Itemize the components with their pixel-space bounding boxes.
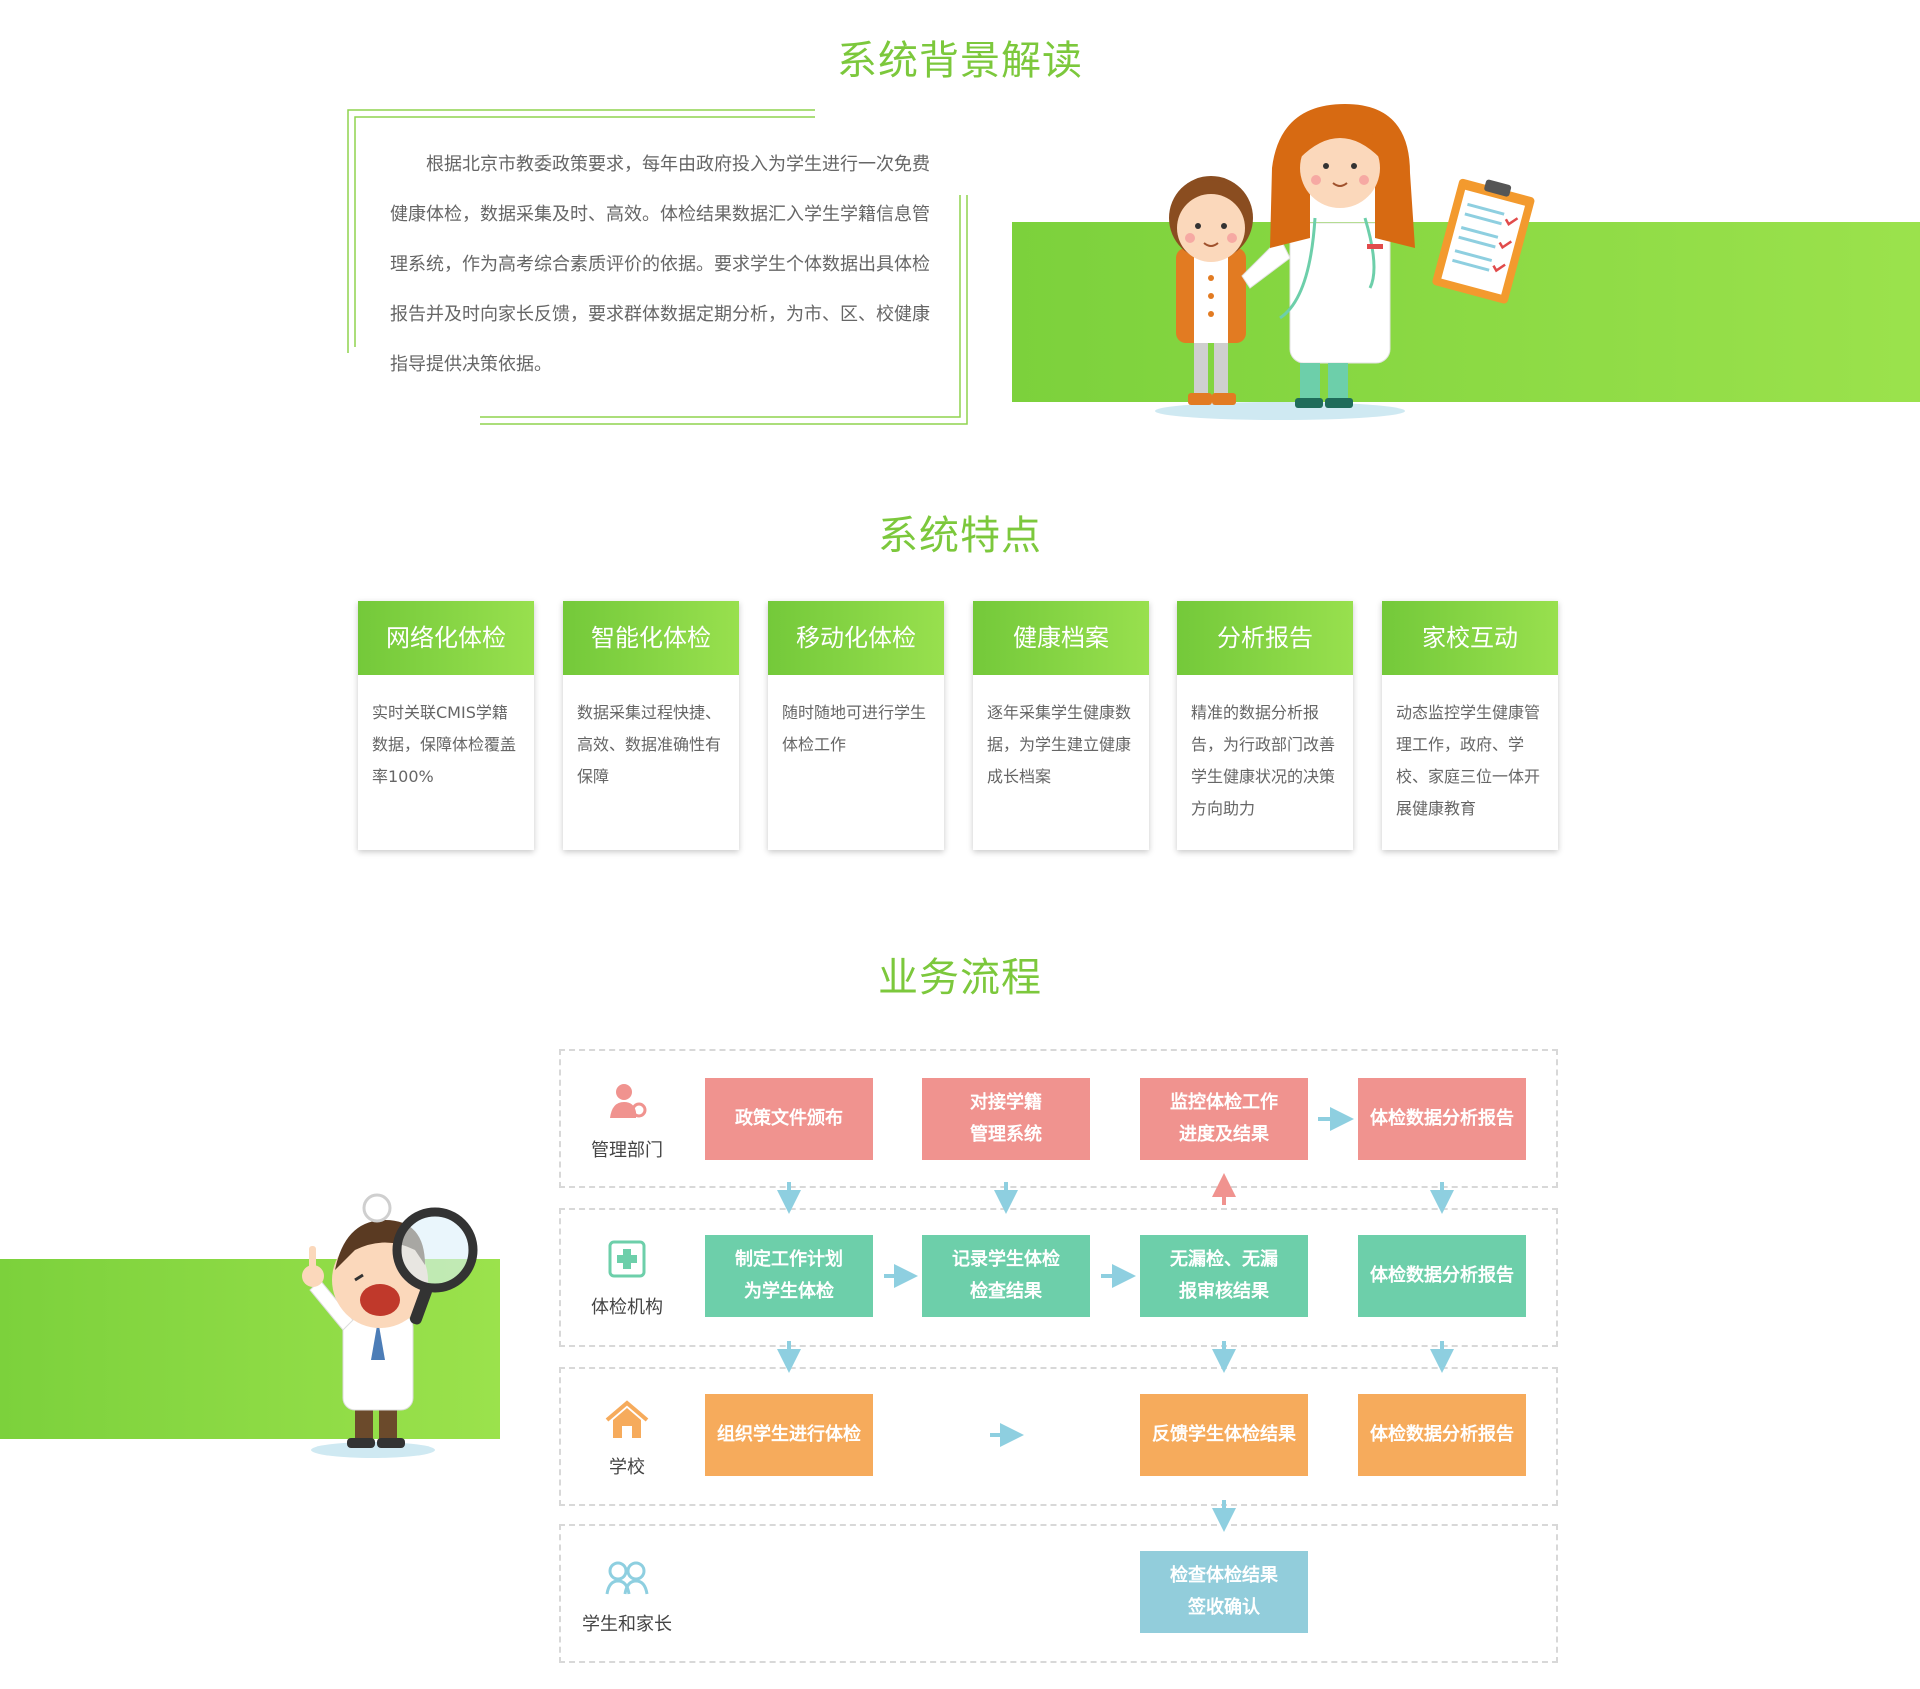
step-audit-results: 无漏检、无漏报审核结果 [1140, 1235, 1308, 1317]
feature-card-smart: 智能化体检 数据采集过程快捷、高效、数据准确性有保障 [563, 601, 739, 850]
step-school-report: 体检数据分析报告 [1358, 1394, 1526, 1476]
feature-desc: 实时关联CMIS学籍数据，保障体检覆盖率100% [372, 703, 517, 786]
lane-label-students-parents: 学生和家长 [582, 1614, 672, 1635]
feature-title: 分析报告 [1177, 601, 1353, 675]
step-organize-exam: 组织学生进行体检 [705, 1394, 873, 1476]
feature-desc: 动态监控学生健康管理工作，政府、学校、家庭三位一体开展健康教育 [1396, 703, 1541, 818]
background-title: 系统背景解读 [837, 38, 1083, 84]
feature-title: 健康档案 [973, 601, 1149, 675]
lane-label-school: 学校 [609, 1457, 645, 1478]
feature-card-home-school: 家校互动 动态监控学生健康管理工作，政府、学校、家庭三位一体开展健康教育 [1382, 601, 1558, 850]
parents-icon [605, 1561, 649, 1595]
feature-title: 家校互动 [1382, 601, 1558, 675]
step-policy-release: 政策文件颁布 [705, 1078, 873, 1160]
lane-admin [559, 1049, 1558, 1188]
background-text: 根据北京市教委政策要求，每年由政府投入为学生进行一次免费健康体检，数据采集及时、… [390, 154, 930, 375]
feature-card-mobile: 移动化体检 随时随地可进行学生体检工作 [768, 601, 944, 850]
house-icon [605, 1400, 649, 1438]
lane-medical [559, 1208, 1558, 1347]
feature-title: 智能化体检 [563, 601, 739, 675]
feature-title: 网络化体检 [358, 601, 534, 675]
process-title: 业务流程 [878, 955, 1042, 1001]
step-record-results: 记录学生体检检查结果 [922, 1235, 1090, 1317]
step-confirm-receipt: 检查体检结果签收确认 [1140, 1551, 1308, 1633]
step-medical-report: 体检数据分析报告 [1358, 1235, 1526, 1317]
feature-card-report: 分析报告 精准的数据分析报告，为行政部门改善学生健康状况的决策方向助力 [1177, 601, 1353, 850]
feature-card-network: 网络化体检 实时关联CMIS学籍数据，保障体检覆盖率100% [358, 601, 534, 850]
doctor-child-illustration [1155, 104, 1535, 420]
doctor-magnifier-illustration [302, 1193, 478, 1458]
step-monitor-progress: 监控体检工作进度及结果 [1140, 1078, 1308, 1160]
feature-title: 移动化体检 [768, 601, 944, 675]
text-frame-lines [347, 109, 968, 425]
feature-desc: 逐年采集学生健康数据，为学生建立健康成长档案 [987, 703, 1132, 786]
feature-card-archive: 健康档案 逐年采集学生健康数据，为学生建立健康成长档案 [973, 601, 1149, 850]
lane-label-admin: 管理部门 [591, 1140, 663, 1161]
features-title: 系统特点 [878, 513, 1042, 559]
lane-students-parents [559, 1524, 1558, 1663]
medical-plus-icon [608, 1240, 646, 1278]
feature-desc: 精准的数据分析报告，为行政部门改善学生健康状况的决策方向助力 [1191, 703, 1336, 818]
step-admin-report: 体检数据分析报告 [1358, 1078, 1526, 1160]
feature-desc: 数据采集过程快捷、高效、数据准确性有保障 [577, 703, 722, 786]
lane-label-medical: 体检机构 [591, 1297, 663, 1318]
lane-school [559, 1367, 1558, 1506]
step-make-plan: 制定工作计划为学生体检 [705, 1235, 873, 1317]
feature-desc: 随时随地可进行学生体检工作 [782, 703, 927, 754]
step-feedback-results: 反馈学生体检结果 [1140, 1394, 1308, 1476]
admin-icon [610, 1084, 647, 1118]
step-connect-cmis: 对接学籍管理系统 [922, 1078, 1090, 1160]
